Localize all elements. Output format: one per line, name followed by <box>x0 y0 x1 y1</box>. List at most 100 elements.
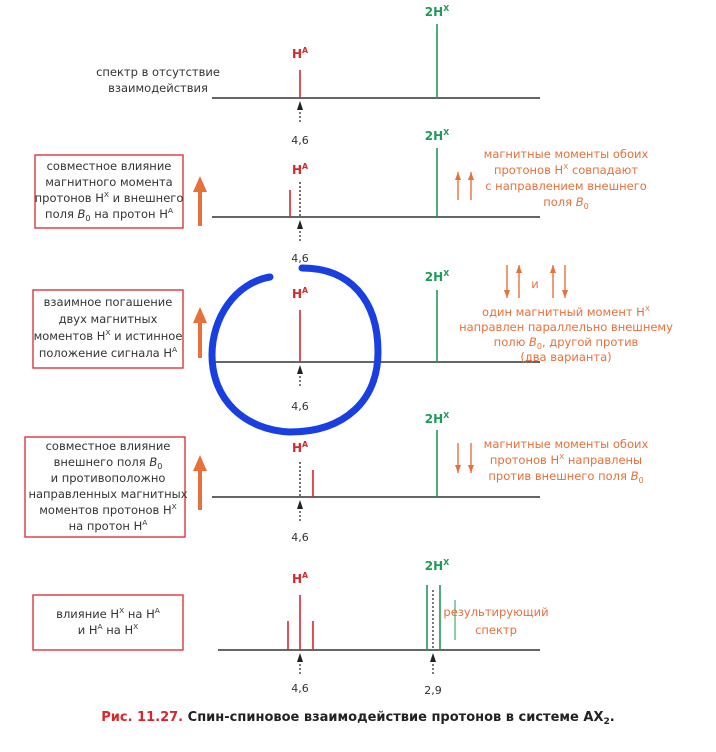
text-run: X <box>172 502 177 511</box>
panel-label-line: положение сигнала HA​ <box>39 345 178 360</box>
text-run: A <box>155 606 161 615</box>
text-run: 0 <box>584 202 589 211</box>
text-run: 0 <box>157 462 162 471</box>
caption-number: Рис. 11.27. <box>101 710 187 725</box>
figure-caption: Рис. 11.27. Спин-спиновое взаимодействие… <box>101 710 615 727</box>
chemical-shift-label: 4,6 <box>291 682 309 695</box>
text-run: X <box>105 328 110 337</box>
text-run: A <box>302 162 308 171</box>
text-run: взаимное погашение <box>44 295 173 309</box>
chemical-shift-label: 4,6 <box>291 531 309 544</box>
text-run: с направлением внешнего <box>485 179 647 193</box>
text-run: B <box>78 207 86 221</box>
chemical-shift-label: 2,9 <box>424 684 442 697</box>
panel-note-line: магнитные моменты обоих <box>484 147 649 161</box>
panel-note-line: (два варианта) <box>520 350 611 364</box>
text-run: положение сигнала H <box>39 346 172 360</box>
text-run: поля <box>45 207 77 221</box>
text-run: H <box>292 287 302 301</box>
explanation-box <box>34 154 184 229</box>
text-run: A <box>302 571 308 580</box>
panel-note-line: против внешнего поля B0​ <box>488 469 643 485</box>
panel-note-line: протонов HX​ совпадают <box>494 162 638 177</box>
panel-label-line: магнитного момента <box>45 175 172 189</box>
text-run: один магнитный момент H <box>482 305 645 319</box>
text-run: протонов H <box>490 453 559 467</box>
text-run: X <box>443 269 449 278</box>
text-run: 2H <box>425 5 443 19</box>
panel-note-line: магнитные моменты обоих <box>484 437 649 451</box>
panel-label-line: внешнего поля B0​ <box>54 455 163 471</box>
text-run: спектр в отсутствие <box>96 65 220 79</box>
text-run: и истинное <box>111 329 183 343</box>
panel-note-line: поля B0​ <box>543 195 589 211</box>
field-b0-arrow-icon <box>193 455 207 471</box>
text-run: внешнего поля <box>54 455 150 469</box>
panel-label-line: поля B0​ на протон HA​ <box>45 206 174 223</box>
text-run: H <box>292 441 302 455</box>
text-run: X <box>443 411 449 420</box>
panel-label-line: направленных магнитных <box>28 487 187 501</box>
text-run: совместное влияние <box>47 159 172 173</box>
text-run: 4,6 <box>291 531 309 544</box>
text-run: 0 <box>85 214 90 223</box>
text-run: 4,6 <box>291 252 309 265</box>
text-run: 2,9 <box>424 684 442 697</box>
text-run: 2H <box>425 559 443 573</box>
panel-label-line: на протон HA​ <box>69 518 149 533</box>
text-run: поля <box>543 195 575 209</box>
text-run: X <box>133 622 138 631</box>
panel-label-line: взаимодействия <box>108 81 208 95</box>
panel-label-line: взаимное погашение <box>44 295 173 309</box>
peak-ha-label: HA​ <box>292 46 308 61</box>
panel-label-line: совместное влияние <box>46 439 171 453</box>
text-run: на протон H <box>91 207 168 221</box>
text-run: X <box>645 304 650 313</box>
text-run: протонов H <box>35 191 104 205</box>
peak-ha-label: HA​ <box>292 162 308 177</box>
chemical-shift-label: 4,6 <box>291 134 309 147</box>
text-run: совпадают <box>568 163 638 177</box>
peak-ha-label: HA​ <box>292 571 308 586</box>
text-run: 2H <box>425 270 443 284</box>
text-run: моментов протонов H <box>39 503 171 517</box>
panel-note-line: полю B0​, другой против <box>494 335 639 351</box>
text-run: магнитные моменты обоих <box>484 437 649 451</box>
peak-ha-label: HA​ <box>292 440 308 455</box>
text-run: полю <box>494 335 529 349</box>
text-run: A <box>172 345 178 354</box>
text-run: 4,6 <box>291 682 309 695</box>
panel-note-line: результирующий <box>443 605 548 619</box>
shift-arrow-icon <box>430 653 436 662</box>
peak-2hx-label: 2HX​ <box>425 128 449 143</box>
text-run: 0 <box>537 342 542 351</box>
shift-arrow-icon <box>297 220 303 229</box>
spin-down-arrow-icon <box>468 465 474 473</box>
text-run: X <box>563 162 568 171</box>
peak-2hx-label: 2HX​ <box>425 411 449 426</box>
caption-title: . <box>610 710 615 725</box>
panel-label-line: моментов протонов HX​ <box>39 502 177 517</box>
text-run: A <box>302 46 308 55</box>
peak-2hx-label: 2HX​ <box>425 4 449 19</box>
text-run: на H <box>124 607 155 621</box>
text-run: 2H <box>425 129 443 143</box>
text-run: протонов H <box>494 163 563 177</box>
peak-2hx-label: 2HX​ <box>425 269 449 284</box>
text-run: B <box>631 469 639 483</box>
panel-label-line: спектр в отсутствие <box>96 65 220 79</box>
text-run: совместное влияние <box>46 439 171 453</box>
spin-up-arrow-icon <box>516 265 522 273</box>
text-run: и противоположно <box>51 471 166 485</box>
text-run: X <box>104 190 109 199</box>
explanation-box <box>24 436 186 538</box>
text-run: направлены <box>564 453 642 467</box>
text-run: спектр <box>475 623 517 637</box>
text-run: X <box>559 452 564 461</box>
text-run: A <box>168 206 174 215</box>
text-run: X <box>443 4 449 13</box>
panel-label-line: двух магнитных <box>59 312 158 326</box>
panel-label-line: моментов HX​ и истинное <box>34 328 183 343</box>
panel-label-line: и HA​ на HX​ <box>78 622 139 637</box>
text-run: A <box>98 622 104 631</box>
